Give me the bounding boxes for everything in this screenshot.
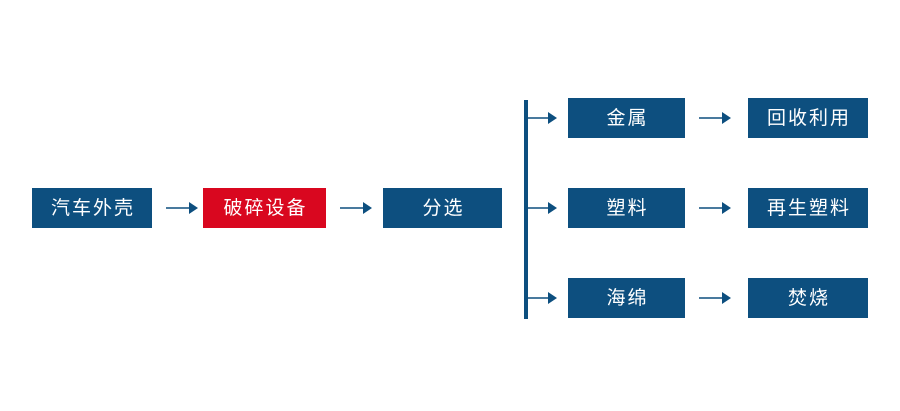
node-outcome-regenerated-plastic[interactable]: 再生塑料 xyxy=(748,188,868,228)
arrow-right-icon-plastic-to-regenerated xyxy=(699,198,731,218)
arrow-right-icon-split-to-plastic xyxy=(527,198,557,218)
arrow-right-icon-sponge-to-incineration xyxy=(699,288,731,308)
arrow-right-icon-crusher-to-sorting xyxy=(340,198,372,218)
arrow-right-icon-split-to-sponge xyxy=(527,288,557,308)
node-outcome-recycle[interactable]: 回收利用 xyxy=(748,98,868,138)
node-material-sponge[interactable]: 海绵 xyxy=(568,278,685,318)
node-shell[interactable]: 汽车外壳 xyxy=(32,188,152,228)
arrow-right-icon-metal-to-recycle xyxy=(699,108,731,128)
node-material-plastic[interactable]: 塑料 xyxy=(568,188,685,228)
node-material-metal[interactable]: 金属 xyxy=(568,98,685,138)
vertical-split-line xyxy=(524,100,528,319)
node-outcome-incineration[interactable]: 焚烧 xyxy=(748,278,868,318)
node-sorting[interactable]: 分选 xyxy=(383,188,502,228)
arrow-right-icon-split-to-metal xyxy=(527,108,557,128)
node-crusher[interactable]: 破碎设备 xyxy=(203,188,326,228)
arrow-right-icon-shell-to-crusher xyxy=(166,198,198,218)
